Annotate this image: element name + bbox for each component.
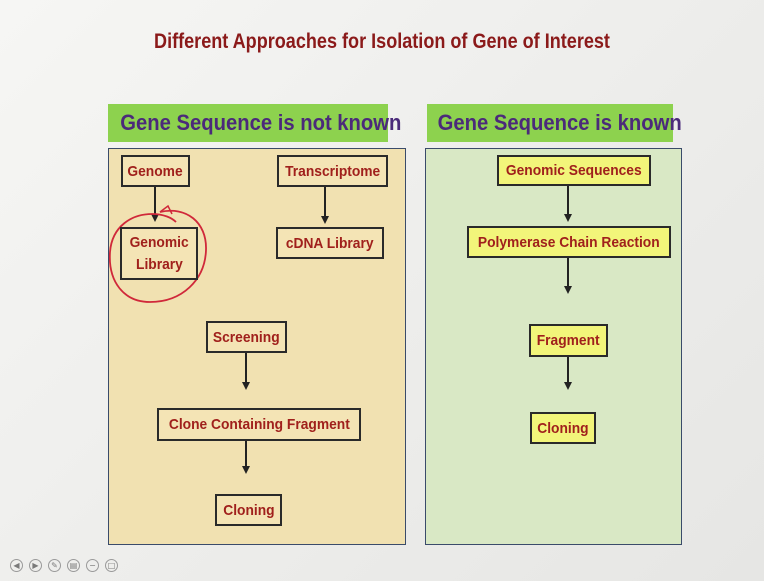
node-genomic-library: Genomic Library: [120, 227, 198, 280]
node-transcriptome: Transcriptome: [277, 155, 388, 187]
node-clone-containing-fragment: Clone Containing Fragment: [157, 408, 361, 441]
node-genomic-sequences: Genomic Sequences: [497, 155, 651, 186]
header-sequence-known: Gene Sequence is known: [427, 104, 682, 142]
header-sequence-known-label: Gene Sequence is known: [437, 110, 682, 135]
edit-icon[interactable]: ▤: [67, 559, 80, 572]
annotation-circle: [109, 209, 207, 303]
header-sequence-not-known: Gene Sequence is not known: [108, 104, 401, 142]
pen-icon[interactable]: ✎: [48, 559, 61, 572]
node-genome: Genome: [121, 155, 190, 187]
slide-title: Different Approaches for Isolation of Ge…: [154, 30, 610, 53]
node-fragment: Fragment: [529, 324, 608, 357]
prev-icon[interactable]: ◀: [10, 559, 23, 572]
fullscreen-icon[interactable]: □: [105, 559, 118, 572]
annotation-tick: [159, 204, 173, 215]
next-icon[interactable]: ▶: [29, 559, 42, 572]
node-pcr: Polymerase Chain Reaction: [467, 226, 671, 258]
minus-icon[interactable]: −: [86, 559, 99, 572]
node-cloning-right: Cloning: [530, 412, 596, 444]
header-sequence-not-known-label: Gene Sequence is not known: [120, 110, 402, 135]
node-cdna-library: cDNA Library: [276, 227, 384, 259]
node-screening: Screening: [206, 321, 287, 353]
slide-navigation: ◀ ▶ ✎ ▤ − □: [10, 559, 118, 572]
node-cloning-left: Cloning: [215, 494, 282, 526]
